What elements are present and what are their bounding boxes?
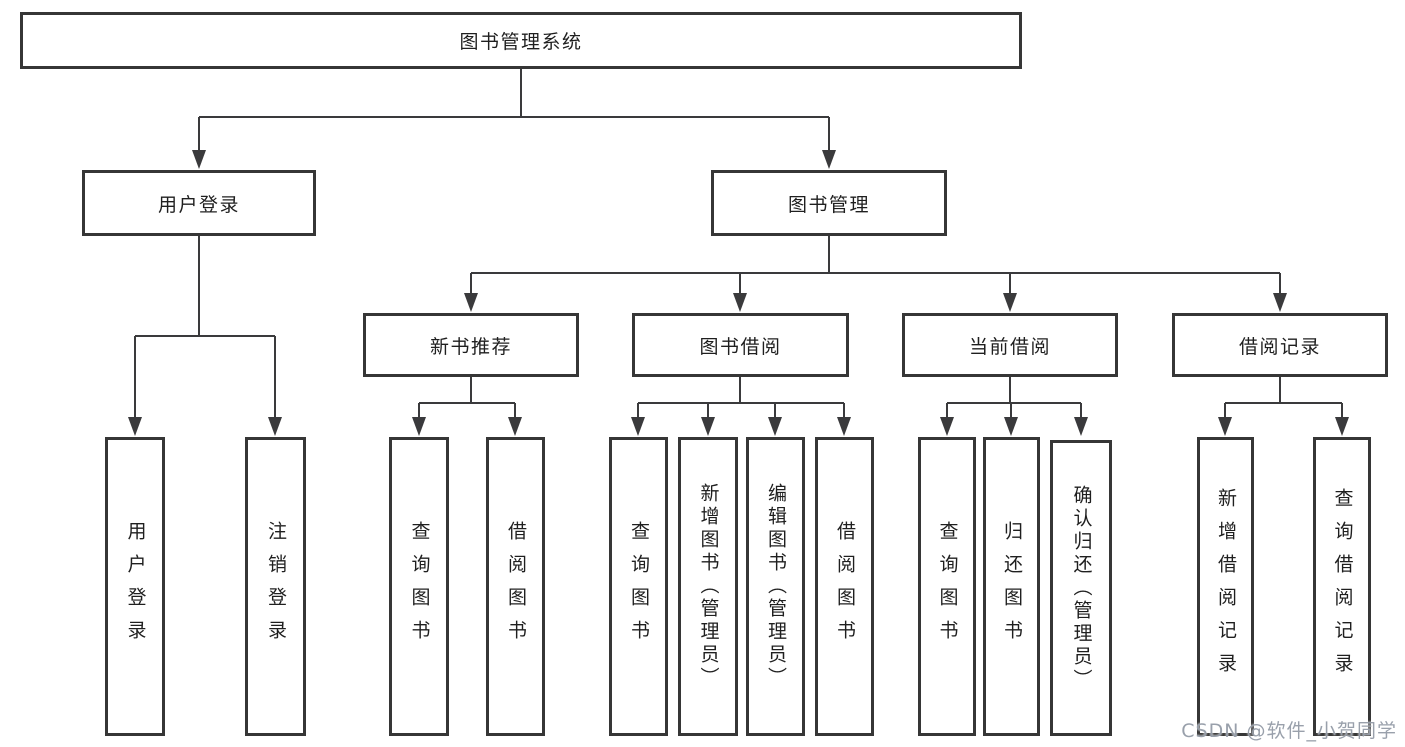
connector-login-to-leaves — [134, 236, 276, 418]
leaf-user-login: 用户登录 — [105, 437, 165, 736]
leaf-return-books: 归还图书 — [983, 437, 1040, 736]
arrowhead-icon — [837, 417, 851, 436]
leaf-query-books-1: 查询图书 — [389, 437, 449, 736]
leaf-query-books-2: 查询图书 — [609, 437, 668, 736]
leaf-label: 编辑图书（管理员） — [765, 483, 787, 690]
connector-mgmt-to-level3 — [470, 236, 1281, 294]
node-label: 借阅记录 — [1238, 335, 1321, 358]
arrowhead-icon — [128, 417, 142, 436]
leaf-label: 用户登录 — [124, 520, 147, 653]
arrowhead-icon — [1004, 417, 1018, 436]
leaf-edit-books-admin: 编辑图书（管理员） — [746, 437, 805, 736]
node-label: 新书推荐 — [429, 335, 512, 358]
node-root-label: 图书管理系统 — [459, 31, 583, 53]
leaf-label: 查询图书 — [936, 520, 959, 653]
connector-current-to-leaves — [946, 377, 1082, 418]
leaf-label: 查询图书 — [408, 520, 431, 653]
node-book-borrowing: 图书借阅 — [632, 313, 849, 377]
leaf-label: 确认归还（管理员） — [1070, 484, 1093, 692]
node-label: 当前借阅 — [968, 335, 1051, 358]
arrowhead-icon — [1218, 417, 1232, 436]
arrowhead-icon — [192, 150, 206, 169]
leaf-label: 借阅图书 — [505, 520, 527, 653]
leaf-label: 新增图书（管理员） — [697, 483, 720, 690]
arrowhead-icon — [1074, 417, 1088, 436]
arrowhead-icon — [733, 293, 747, 312]
node-root: 图书管理系统 — [20, 12, 1022, 69]
watermark: CSDN @软件_小贺同学 — [1181, 720, 1397, 742]
connector-root-to-level2 — [198, 68, 830, 151]
arrowhead-icon — [268, 417, 282, 436]
leaf-borrow-books-2: 借阅图书 — [815, 437, 874, 736]
leaf-add-books-admin: 新增图书（管理员） — [678, 437, 738, 736]
connector-borrow-to-leaves — [637, 377, 845, 418]
node-label: 图书借阅 — [699, 335, 782, 358]
arrowhead-icon — [940, 417, 954, 436]
leaf-label: 借阅图书 — [834, 520, 856, 653]
node-label: 用户登录 — [157, 193, 240, 216]
node-user-login-branch: 用户登录 — [82, 170, 316, 236]
node-current-borrowing: 当前借阅 — [902, 313, 1118, 377]
leaf-add-borrow-record: 新增借阅记录 — [1197, 437, 1254, 736]
leaf-confirm-return-admin: 确认归还（管理员） — [1050, 440, 1112, 736]
arrowhead-icon — [464, 293, 478, 312]
arrowhead-icon — [1273, 293, 1287, 312]
node-borrowing-records: 借阅记录 — [1172, 313, 1388, 377]
arrowhead-icon — [822, 150, 836, 169]
node-label: 图书管理 — [787, 193, 870, 216]
connector-records-to-leaves — [1224, 377, 1343, 418]
arrowhead-icon — [631, 417, 645, 436]
leaf-logout: 注销登录 — [245, 437, 306, 736]
leaf-label: 查询图书 — [628, 520, 650, 653]
leaf-query-borrow-record: 查询借阅记录 — [1313, 437, 1371, 736]
arrowhead-icon — [701, 417, 715, 436]
arrowhead-icon — [768, 417, 782, 436]
connector-newbooks-to-leaves — [418, 377, 516, 418]
node-book-management-branch: 图书管理 — [711, 170, 947, 236]
leaf-borrow-books-1: 借阅图书 — [486, 437, 545, 736]
leaf-label: 查询借阅记录 — [1331, 487, 1354, 686]
arrowhead-icon — [1003, 293, 1017, 312]
leaf-label: 归还图书 — [1001, 520, 1023, 653]
arrowhead-icon — [1335, 417, 1349, 436]
leaf-label: 新增借阅记录 — [1215, 487, 1237, 686]
leaf-query-books-3: 查询图书 — [918, 437, 976, 736]
node-new-book-recommend: 新书推荐 — [363, 313, 579, 377]
arrowhead-icon — [412, 417, 426, 436]
leaf-label: 注销登录 — [265, 520, 287, 653]
arrowhead-icon — [508, 417, 522, 436]
